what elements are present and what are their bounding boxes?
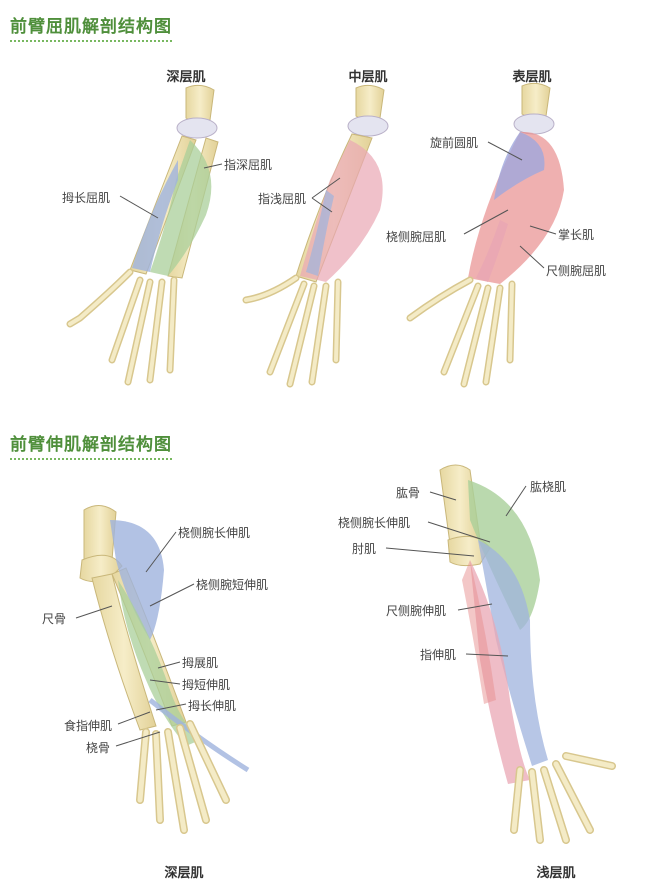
flexor-superficial-figure xyxy=(406,82,564,388)
label-ecrl-superficial: 桡侧腕长伸肌 xyxy=(338,516,411,530)
flexor-superficial-title: 表层肌 xyxy=(512,70,552,85)
label-pronator-teres: 旋前圆肌 xyxy=(430,136,479,150)
label-ecrl-deep: 桡侧腕长伸肌 xyxy=(178,526,251,540)
label-extensor-pollicis-brevis: 拇短伸肌 xyxy=(182,678,231,692)
flexor-middle-figure xyxy=(242,84,389,388)
label-flexor-pollicis-longus: 拇长屈肌 xyxy=(62,191,111,205)
extensor-section-title: 前臂伸肌解剖结构图 xyxy=(10,430,172,460)
flexor-deep-title: 深层肌 xyxy=(166,70,206,85)
label-extensor-indicis: 食指伸肌 xyxy=(64,719,113,733)
label-flexor-digitorum-profundus: 指深屈肌 xyxy=(224,158,273,172)
label-extensor-pollicis-longus: 拇长伸肌 xyxy=(188,699,237,713)
label-extensor-carpi-ulnaris: 尺侧腕伸肌 xyxy=(386,604,447,618)
extensor-superficial-figure xyxy=(439,464,616,844)
label-palmaris-longus: 掌长肌 xyxy=(558,228,595,242)
leader-lines xyxy=(75,141,557,747)
label-flexor-digitorum-superficialis: 指浅屈肌 xyxy=(258,192,307,206)
label-ulna: 尺骨 xyxy=(42,612,67,626)
extensor-superficial-title: 浅层肌 xyxy=(536,866,576,881)
label-flexor-carpi-radialis: 桡侧腕屈肌 xyxy=(386,230,447,244)
label-anconeus: 肘肌 xyxy=(352,542,377,556)
label-ecrb: 桡侧腕短伸肌 xyxy=(196,578,269,592)
label-humerus: 肱骨 xyxy=(396,486,421,500)
flexor-deep-figure xyxy=(66,84,219,386)
label-abductor-pollicis: 拇展肌 xyxy=(182,656,219,670)
label-radius: 桡骨 xyxy=(86,741,111,755)
label-brachioradialis: 肱桡肌 xyxy=(530,480,567,494)
flexor-middle-title: 中层肌 xyxy=(348,70,388,85)
extensor-deep-figure xyxy=(79,505,250,834)
extensor-deep-title: 深层肌 xyxy=(164,866,204,881)
label-extensor-digitorum: 指伸肌 xyxy=(420,648,457,662)
flexor-section-title: 前臂屈肌解剖结构图 xyxy=(10,12,172,42)
label-flexor-carpi-ulnaris: 尺侧腕屈肌 xyxy=(546,264,607,278)
